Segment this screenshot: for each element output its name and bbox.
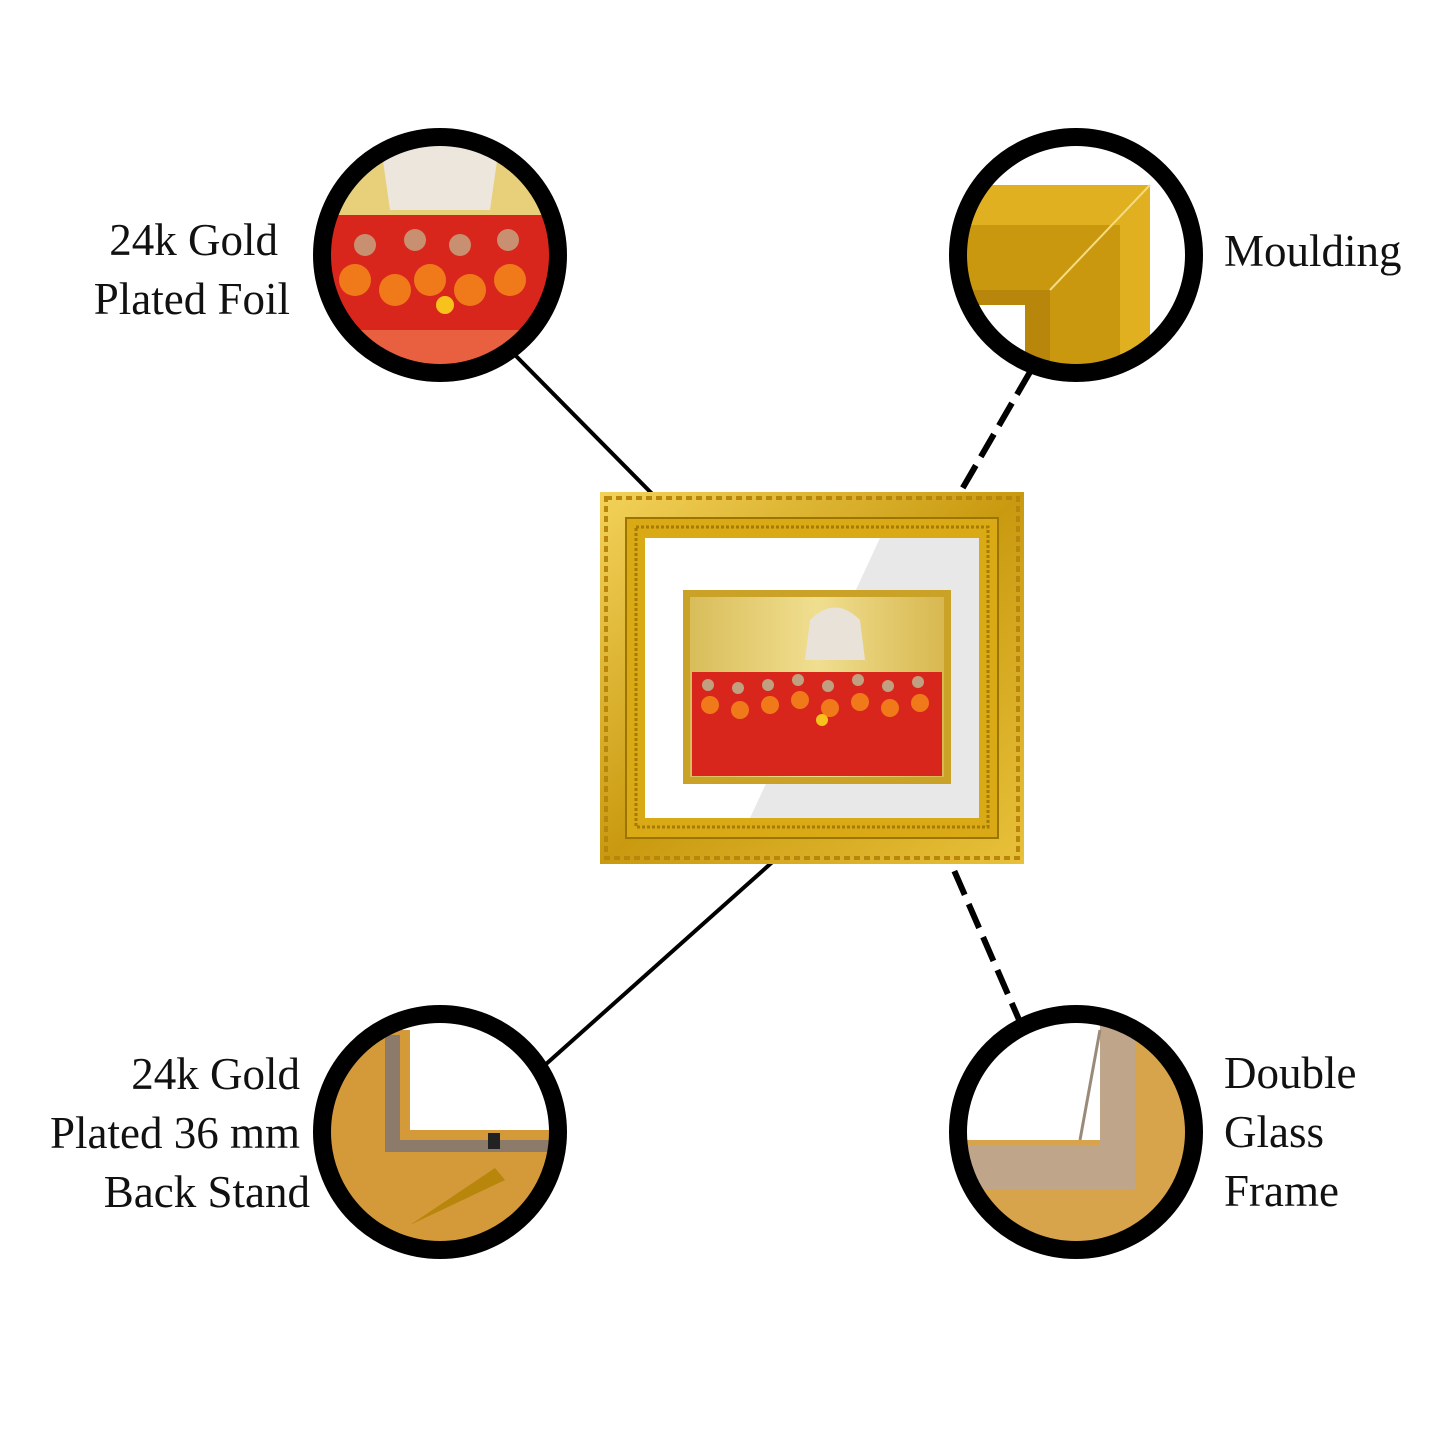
label-moulding: Moulding (1224, 222, 1402, 281)
label-line: Glass (1224, 1107, 1324, 1157)
detail-double-glass (966, 1022, 1186, 1242)
label-line: Moulding (1224, 226, 1402, 276)
framed-picture (600, 492, 1024, 864)
label-line: Plated 36 mm (50, 1108, 300, 1158)
label-line: 24k Gold (109, 215, 278, 265)
label-double-glass: Double Glass Frame (1224, 1044, 1356, 1221)
label-foil: 24k Gold Plated Foil (94, 211, 290, 329)
connector-moulding (947, 370, 1033, 512)
detail-back-stand (330, 1022, 550, 1242)
label-back-stand: 24k Gold Plated 36 mm Back Stand (50, 1045, 310, 1222)
label-line: Plated Foil (93, 274, 290, 324)
connector-stand (543, 855, 780, 1067)
label-line: 24k Gold (131, 1049, 300, 1099)
label-line: Back Stand (103, 1167, 310, 1217)
connector-glass (937, 836, 1023, 1024)
detail-moulding (966, 145, 1186, 365)
label-line: Frame (1224, 1166, 1339, 1216)
label-line: Double (1224, 1048, 1357, 1098)
